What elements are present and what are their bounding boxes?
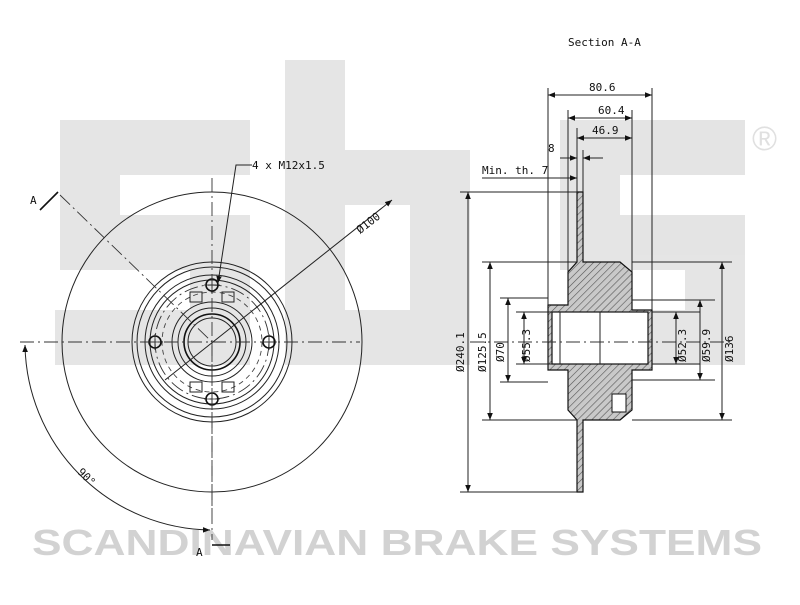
registered-mark: ® <box>752 120 777 158</box>
dia-125-5: Ø125.5 <box>476 332 489 372</box>
front-view: A A 90° 4 x M12x1.5 Ø100 <box>20 159 393 559</box>
dia-55-3: Ø55.3 <box>520 329 533 362</box>
section-mark-bottom: A <box>196 546 203 559</box>
bolt-circle-dia-label: Ø100 <box>354 210 383 237</box>
width-80-6: 80.6 <box>589 81 616 94</box>
dia-59-9: Ø59.9 <box>700 329 713 362</box>
angle-label: 90° <box>75 466 98 489</box>
dia-240-1: Ø240.1 <box>454 332 467 372</box>
section-mark-top: A <box>30 194 37 207</box>
watermark-caption: SCANDINAVIAN BRAKE SYSTEMS <box>32 522 762 563</box>
bolt-callout: 4 x M12x1.5 <box>252 159 325 172</box>
dia-70: Ø70 <box>494 342 507 362</box>
min-thickness-label: Min. th. 7 <box>482 164 548 177</box>
section-title: Section A-A <box>568 36 641 49</box>
watermark-logo: ® <box>55 60 777 365</box>
width-8: 8 <box>548 142 555 155</box>
dia-136: Ø136 <box>723 336 736 363</box>
width-46-9: 46.9 <box>592 124 619 137</box>
dia-52-3: Ø52.3 <box>676 329 689 362</box>
width-60-4: 60.4 <box>598 104 625 117</box>
section-view: Section A-A 80.6 60.4 46.9 8 Min. th. 7 <box>454 36 736 493</box>
